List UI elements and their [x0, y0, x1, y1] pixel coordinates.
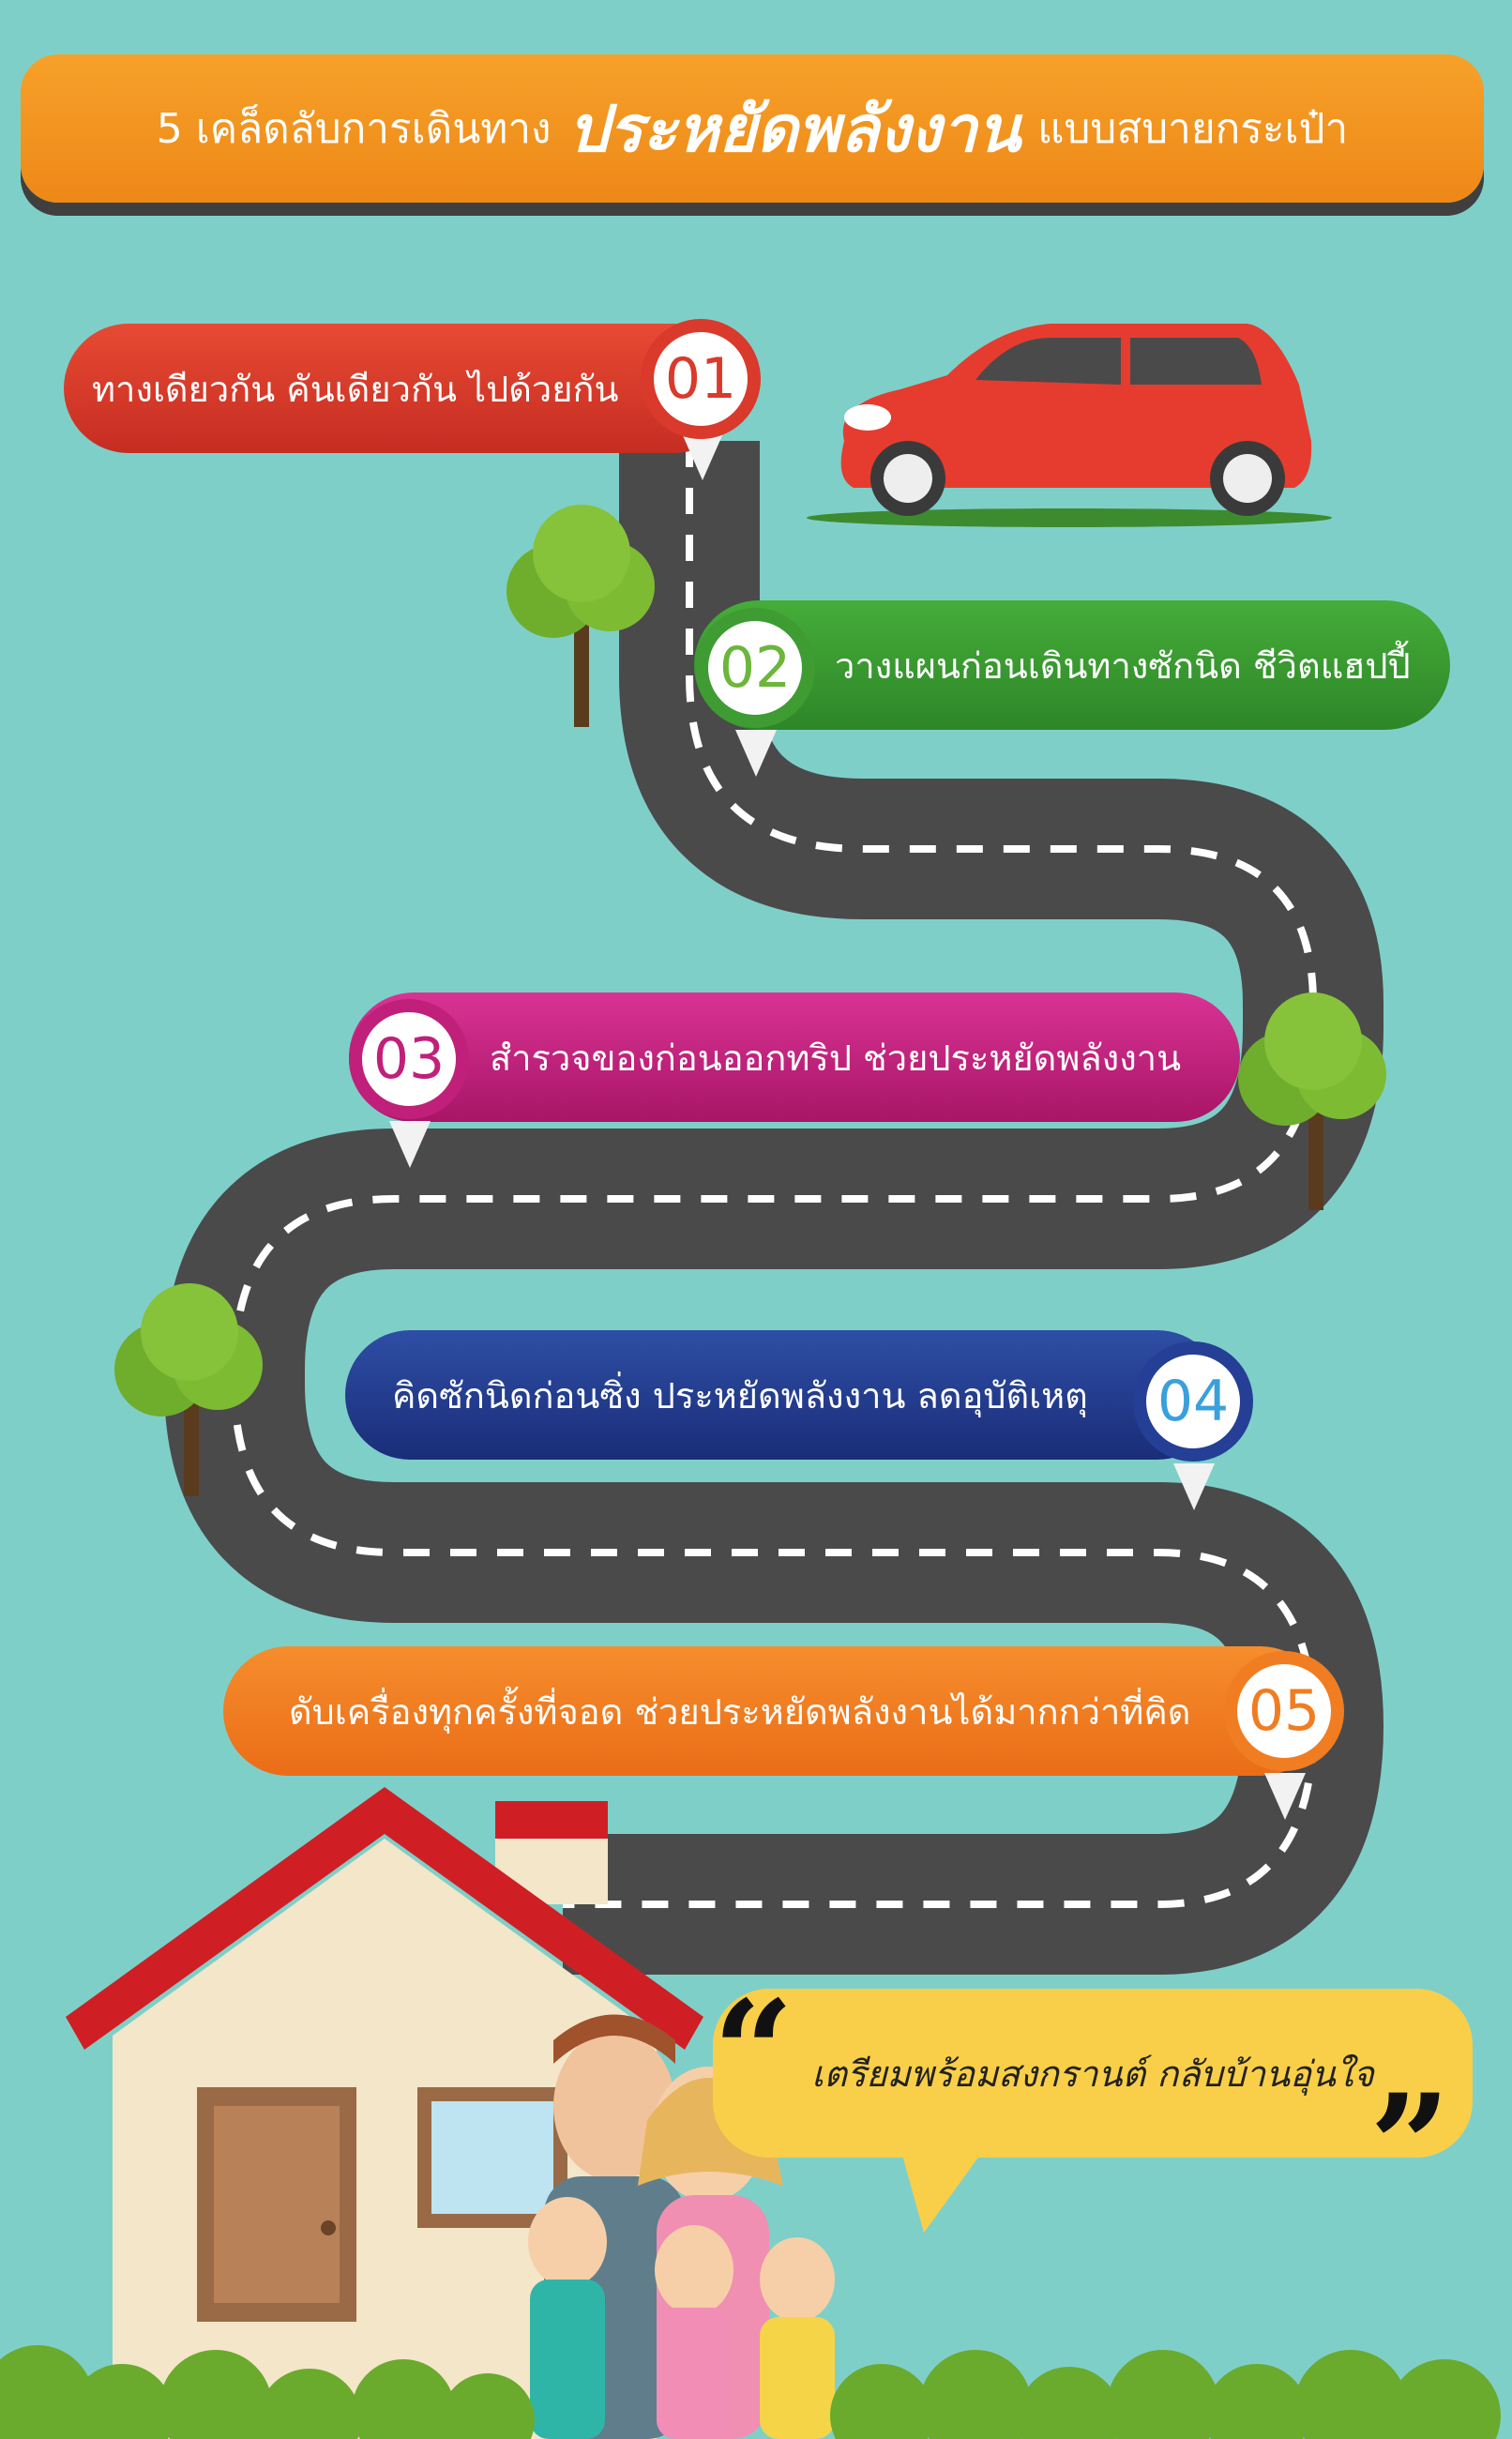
step-01-badge: 01	[641, 319, 761, 439]
step-04-number: 04	[1157, 1369, 1230, 1434]
step-02-badge: 02	[695, 608, 815, 728]
step-03-text: สำรวจของก่อนออกทริป ช่วยประหยัดพลังงาน	[490, 1037, 1182, 1079]
title-banner: 5 เคล็ดลับการเดินทาง ประหยัดพลังงาน แบบส…	[21, 54, 1484, 203]
step-05-label: ดับเครื่องทุกครั้งที่จอด ช่วยประหยัดพลัง…	[223, 1646, 1325, 1776]
open-quote-icon: “	[713, 1970, 794, 2135]
step-02-text: วางแผนก่อนเดินทางซักนิด ชีวิตแฮปปี้	[835, 644, 1411, 687]
step-03-number: 03	[372, 1026, 446, 1092]
red-car-illustration	[807, 324, 1332, 527]
step-01-text: ทางเดียวกัน คันเดียวกัน ไปด้วยกัน	[92, 368, 619, 410]
step-04-pin	[1173, 1463, 1215, 1510]
step-04-label: คิดซักนิดก่อนซิ่ง ประหยัดพลังงาน ลดอุบัต…	[345, 1330, 1222, 1460]
tree-2	[1238, 992, 1386, 1210]
step-04-text: คิดซักนิดก่อนซิ่ง ประหยัดพลังงาน ลดอุบัต…	[392, 1374, 1088, 1416]
close-quote-icon: ”	[1369, 2064, 1451, 2229]
step-05-number: 05	[1247, 1678, 1321, 1744]
step-01-pin	[682, 433, 723, 480]
title-prefix: 5 เคล็ดลับการเดินทาง	[156, 105, 552, 153]
step-03-pin	[389, 1121, 431, 1168]
step-04-badge: 04	[1133, 1341, 1253, 1462]
step-03-label: สำรวจของก่อนออกทริป ช่วยประหยัดพลังงาน	[349, 992, 1240, 1122]
title-highlight: ประหยัดพลังงาน	[567, 93, 1021, 167]
step-01-label: ทางเดียวกัน คันเดียวกัน ไปด้วยกัน	[64, 324, 739, 453]
step-05-badge: 05	[1224, 1651, 1344, 1771]
step-02-number: 02	[718, 635, 792, 701]
quote-bubble: เตรียมพร้อมสงกรานต์ กลับบ้านอุ่นใจ	[713, 1989, 1473, 2158]
bushes	[0, 2345, 1501, 2439]
tree-1	[507, 505, 655, 727]
quote-bubble-tail	[900, 2148, 985, 2233]
house-illustration	[66, 1787, 703, 2439]
quote-text: เตรียมพร้อมสงกรานต์ กลับบ้านอุ่นใจ	[811, 2053, 1374, 2095]
step-02-pin	[735, 730, 777, 777]
step-05-text: ดับเครื่องทุกครั้งที่จอด ช่วยประหยัดพลัง…	[289, 1690, 1191, 1733]
title-suffix: แบบสบายกระเป๋า	[1037, 105, 1349, 153]
step-02-label: วางแผนก่อนเดินทางซักนิด ชีวิตแฮปปี้	[694, 600, 1450, 730]
step-05-pin	[1264, 1773, 1306, 1820]
step-03-badge: 03	[349, 999, 469, 1119]
step-01-number: 01	[664, 346, 737, 412]
tree-3	[114, 1283, 263, 1496]
